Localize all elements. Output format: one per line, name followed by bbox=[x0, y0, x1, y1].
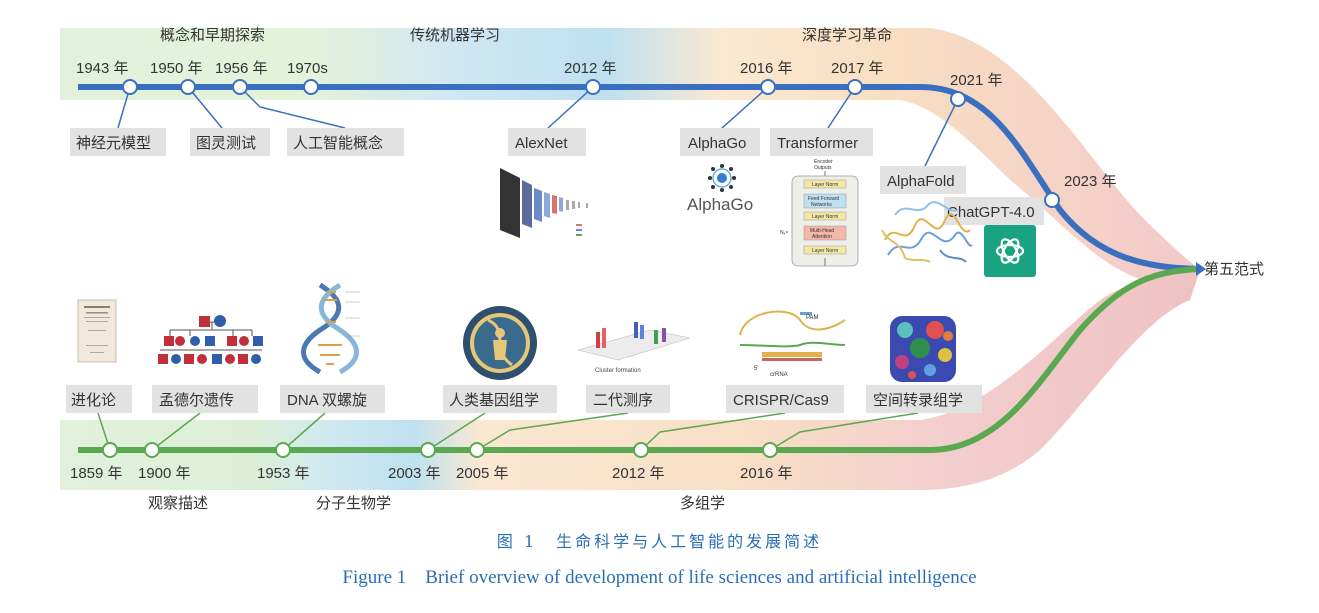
life-node-2012 bbox=[633, 442, 649, 458]
ai-year-2021: 2021 年 bbox=[950, 72, 1003, 89]
ai-text: 概念和早期探索 传统机器学习 深度学习革命 1943 年 1950 年 1956… bbox=[76, 26, 1264, 278]
ai-event-boxes bbox=[70, 128, 1044, 225]
svg-text:Layer Norm: Layer Norm bbox=[812, 182, 838, 188]
life-era-2: 分子生物学 bbox=[316, 495, 391, 512]
life-event-spatial: 空间转录组学 bbox=[873, 392, 963, 409]
convergence-label: 第五范式 bbox=[1204, 260, 1264, 278]
mendel-pedigree-thumbnail bbox=[158, 315, 263, 364]
life-text: 进化论 孟德尔遗传 DNA 双螺旋 人类基因组学 二代测序 CRISPR/Cas… bbox=[70, 391, 963, 512]
life-year-1953: 1953 年 bbox=[257, 465, 310, 482]
ai-event-neuron: 神经元模型 bbox=[76, 135, 151, 152]
ai-connectors bbox=[117, 86, 959, 167]
ai-node-1943 bbox=[122, 79, 138, 95]
figure-caption-zh: 图 1 生命科学与人工智能的发展简述 bbox=[496, 532, 823, 551]
ai-year-2023: 2023 年 bbox=[1064, 173, 1117, 190]
crispr-pam-label: PAM bbox=[806, 315, 819, 321]
ai-node-2023 bbox=[1044, 192, 1060, 208]
life-year-2005: 2005 年 bbox=[456, 465, 509, 482]
life-node-1900 bbox=[144, 442, 160, 458]
alphago-logo-text: AlphaGo bbox=[687, 195, 753, 214]
life-year-2003: 2003 年 bbox=[388, 465, 441, 482]
life-year-1900: 1900 年 bbox=[138, 465, 191, 482]
alphago-logo: AlphaGo bbox=[687, 164, 753, 214]
svg-text:Feed Forward: Feed Forward bbox=[808, 196, 839, 202]
ai-node-2017 bbox=[847, 79, 863, 95]
life-node-1859 bbox=[102, 442, 118, 458]
crispr-5prime-label: 5' bbox=[754, 366, 758, 372]
svg-text:Encoder: Encoder bbox=[814, 159, 833, 165]
life-event-crispr: CRISPR/Cas9 bbox=[733, 392, 829, 409]
ai-era-1: 概念和早期探索 bbox=[160, 26, 265, 44]
ai-era-3: 深度学习革命 bbox=[802, 26, 892, 44]
life-year-1859: 1859 年 bbox=[70, 465, 123, 482]
life-event-mendel: 孟德尔遗传 bbox=[159, 391, 234, 409]
ai-year-1956: 1956 年 bbox=[215, 60, 268, 77]
life-timeline-line bbox=[78, 266, 1201, 453]
ai-event-alphafold: AlphaFold bbox=[887, 173, 955, 190]
life-era-1: 观察描述 bbox=[148, 494, 208, 512]
chatgpt-logo bbox=[984, 225, 1036, 277]
life-year-2016: 2016 年 bbox=[740, 465, 793, 482]
dna-helix-thumbnail bbox=[301, 282, 360, 375]
ai-node-2021 bbox=[950, 91, 966, 107]
alexnet-thumbnail bbox=[500, 168, 588, 238]
life-node-1953 bbox=[275, 442, 291, 458]
life-era-3: 多组学 bbox=[680, 495, 725, 512]
ai-event-turing: 图灵测试 bbox=[196, 135, 256, 152]
life-event-hgp: 人类基因组学 bbox=[449, 392, 539, 409]
life-event-boxes bbox=[66, 385, 982, 413]
crispr-crrna-label: crRNA bbox=[770, 372, 788, 378]
ai-year-1943: 1943 年 bbox=[76, 60, 129, 77]
ai-event-ai-concept: 人工智能概念 bbox=[293, 134, 383, 152]
convergence-arrow bbox=[1196, 262, 1206, 276]
life-nodes bbox=[102, 442, 778, 458]
ai-era-2: 传统机器学习 bbox=[410, 27, 500, 44]
origin-of-species-thumbnail bbox=[77, 299, 117, 363]
ai-era-band bbox=[60, 28, 1200, 282]
svg-text:Nₓ×: Nₓ× bbox=[780, 230, 788, 236]
svg-text:Multi-Head: Multi-Head bbox=[810, 228, 834, 234]
life-event-evolution: 进化论 bbox=[71, 392, 116, 409]
ai-node-2012 bbox=[585, 79, 601, 95]
ngs-thumbnail: Cluster formation bbox=[576, 322, 691, 374]
svg-text:Networks: Networks bbox=[811, 202, 832, 208]
ai-event-chatgpt: ChatGPT-4.0 bbox=[947, 204, 1035, 221]
ai-year-2016: 2016 年 bbox=[740, 60, 793, 77]
ai-node-1956 bbox=[232, 79, 248, 95]
ai-year-1950: 1950 年 bbox=[150, 60, 203, 77]
ngs-label: Cluster formation bbox=[595, 368, 641, 374]
svg-text:Attention: Attention bbox=[812, 234, 832, 240]
spatial-transcriptomics-thumbnail bbox=[890, 316, 956, 382]
svg-text:Layer Norm: Layer Norm bbox=[812, 248, 838, 254]
svg-text:Outputs: Outputs bbox=[814, 165, 832, 171]
alphafold-thumbnail bbox=[881, 201, 973, 263]
ai-nodes bbox=[122, 79, 1060, 208]
life-node-2016 bbox=[762, 442, 778, 458]
life-node-2003 bbox=[420, 442, 436, 458]
ai-event-alexnet: AlexNet bbox=[515, 135, 568, 152]
svg-text:Layer Norm: Layer Norm bbox=[812, 214, 838, 220]
hgp-seal-thumbnail bbox=[463, 306, 537, 380]
ai-node-1950 bbox=[180, 79, 196, 95]
ai-node-2016 bbox=[760, 79, 776, 95]
life-era-band bbox=[60, 270, 1200, 490]
crispr-thumbnail: PAM 5' crRNA bbox=[739, 310, 846, 378]
figure-caption-en: Figure 1 Brief overview of development o… bbox=[342, 567, 977, 588]
life-year-2012: 2012 年 bbox=[612, 465, 665, 482]
ai-year-1970s: 1970s bbox=[287, 60, 328, 77]
transformer-thumbnail: Encoder Outputs Layer Norm Feed Forward … bbox=[780, 159, 859, 267]
ai-year-2017: 2017 年 bbox=[831, 60, 884, 77]
life-event-ngs: 二代测序 bbox=[593, 392, 653, 409]
ai-event-alphago: AlphaGo bbox=[688, 135, 746, 152]
ai-event-transformer: Transformer bbox=[777, 135, 858, 152]
ai-year-2012: 2012 年 bbox=[564, 60, 617, 77]
life-event-dna: DNA 双螺旋 bbox=[287, 392, 367, 409]
life-node-2005 bbox=[469, 442, 485, 458]
ai-node-1970s bbox=[303, 79, 319, 95]
life-connectors bbox=[97, 412, 919, 451]
